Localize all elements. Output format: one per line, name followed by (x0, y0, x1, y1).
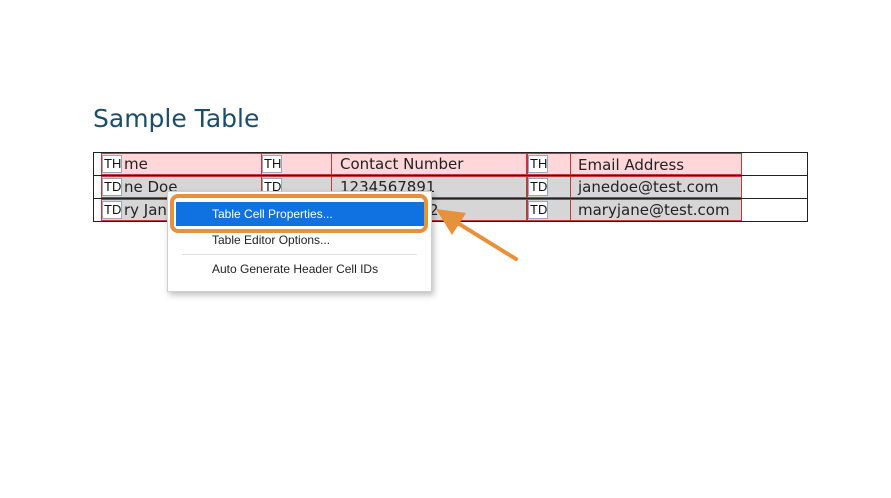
th-tag-badge: TH (102, 155, 122, 173)
cell-text: ry Jan (124, 201, 167, 219)
context-menu: Table Cell Properties... Table Editor Op… (167, 191, 432, 292)
cell-text: ne Doe (124, 178, 178, 196)
cell-text: me (124, 155, 148, 173)
menu-item-table-cell-properties[interactable]: Table Cell Properties... (176, 202, 425, 226)
data-cell-email[interactable] (570, 176, 742, 198)
highlight-ring (170, 194, 428, 233)
menu-separator (182, 254, 417, 255)
page-heading: Sample Table (93, 104, 260, 133)
menu-item-auto-generate-header-cell-ids[interactable]: Auto Generate Header Cell IDs (212, 262, 379, 276)
th-tag-badge: TH (262, 155, 282, 173)
cell-text: Email Address (578, 156, 685, 174)
cell-text: janedoe@test.com (578, 178, 719, 196)
td-tag-badge: TD (528, 178, 548, 196)
table-border-row2 (93, 198, 808, 199)
menu-item-table-editor-options[interactable]: Table Editor Options... (212, 233, 331, 247)
data-cell-email[interactable] (570, 199, 742, 221)
cell-text: maryjane@test.com (578, 201, 730, 219)
header-cell-email[interactable] (570, 153, 742, 175)
table-border-row1 (93, 175, 808, 176)
td-tag-badge: TD (102, 178, 122, 196)
td-tag-badge: TD (102, 201, 122, 219)
header-cell-contact[interactable] (331, 153, 527, 175)
th-tag-badge: TH (528, 155, 548, 173)
cell-text: 2 (429, 201, 439, 219)
table-border-top (93, 152, 808, 153)
table-border-right (807, 152, 808, 222)
td-tag-badge: TD (528, 201, 548, 219)
table-border-left (93, 152, 94, 222)
cell-text: Contact Number (340, 155, 464, 173)
